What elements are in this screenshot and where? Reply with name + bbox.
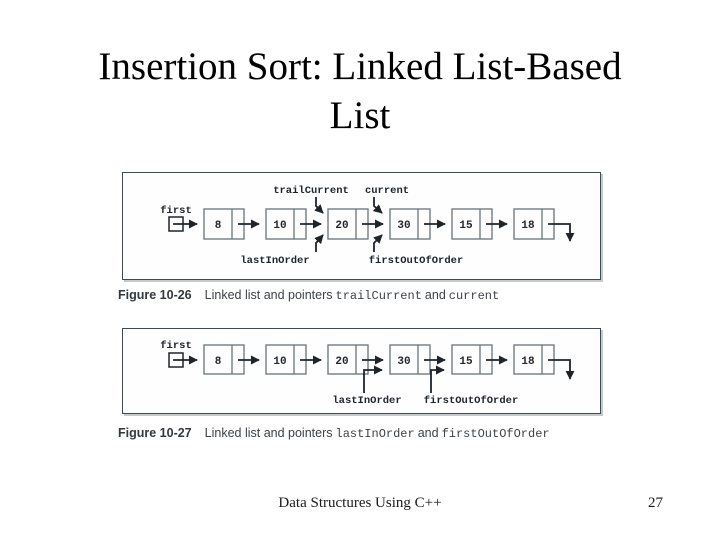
caption-code: trailCurrent [335,289,422,303]
caption-figure-label: Figure 10-26 [118,288,192,302]
node-value: 18 [521,356,535,368]
node-value: 8 [215,220,222,232]
trailcurrent-label: trailCurrent [273,185,349,197]
caption-text: and [424,288,446,302]
list-node: 8 [203,208,245,240]
caption-figure-label: Figure 10-27 [118,426,192,440]
firstoutoforder-label: firstOutOfOrder [424,395,519,407]
figure-10-27-diagram: first 8 10 20 [122,328,601,414]
lastinorder-label: lastInOrder [332,395,401,407]
caption-code: lastInOrder [335,427,415,441]
caption-text: Linked list and pointers [204,288,333,302]
figure-10-26-diagram: first 8 10 20 [122,172,601,280]
first-pointer-label: first [160,205,192,217]
current-label: current [365,185,409,197]
node-value: 10 [273,356,286,368]
title-line-2: List [329,94,391,137]
page-title: Insertion Sort: Linked List-Based List [0,42,720,140]
lastinorder-arrow [314,234,324,252]
list-node: 15 [451,208,493,240]
caption-text: and [417,426,439,440]
firstoutoforder-arrow [373,234,383,252]
linked-list-svg-2: first 8 10 20 [160,340,575,407]
current-arrow [372,197,383,214]
linked-list-svg-1: first 8 10 20 [160,185,575,267]
node-value: 30 [397,356,410,368]
list-node: 10 [265,208,307,240]
caption-code: current [448,289,500,303]
node-value: 15 [459,356,473,368]
node-value: 20 [335,356,348,368]
list-node: 20 [327,344,369,375]
firstoutoforder-arrow [430,365,445,393]
first-pointer-box-and-arrow [168,216,198,232]
first-pointer-box-and-arrow [168,352,198,368]
node-value: 20 [335,220,348,232]
caption-text: Linked list and pointers [204,426,333,440]
node-value: 15 [459,220,473,232]
caption-code: firstOutOfOrder [441,427,550,441]
trailcurrent-arrow [314,197,324,214]
node-value: 10 [273,220,286,232]
lastinorder-label: lastInOrder [240,255,309,267]
node-value: 8 [215,356,222,368]
lastinorder-arrow [363,365,383,393]
null-pointer-arrow [548,223,575,242]
first-pointer-label: first [160,340,192,352]
node-value: 30 [397,220,410,232]
list-node: 15 [451,344,493,375]
slide-page-number: 27 [648,495,663,511]
null-pointer-arrow [548,359,575,380]
title-line-1: Insertion Sort: Linked List-Based [98,45,622,88]
footer-course-title: Data Structures Using C++ [278,495,442,511]
firstoutoforder-label: firstOutOfOrder [369,255,464,267]
list-node: 30 [389,208,431,240]
node-value: 18 [521,220,535,232]
